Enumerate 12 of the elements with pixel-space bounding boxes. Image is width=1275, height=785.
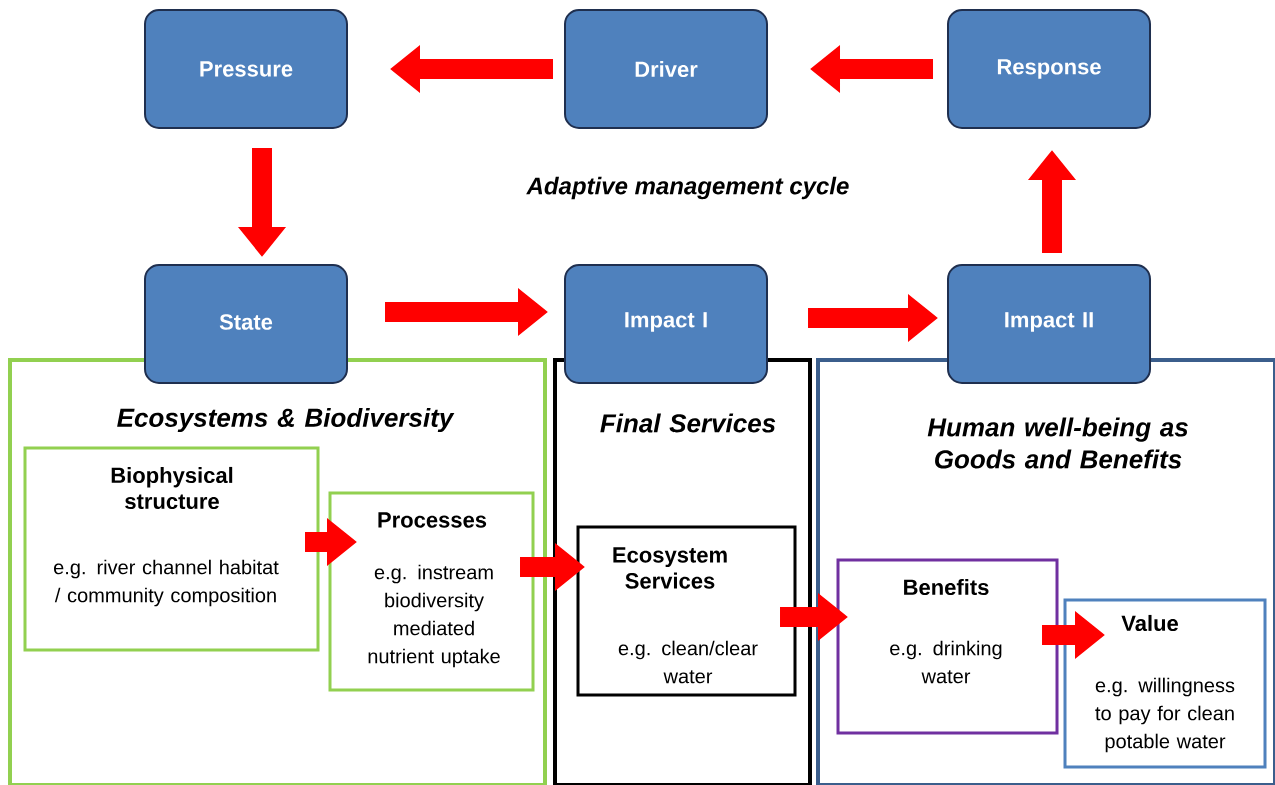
content-box: Ecosystem Services e.g. clean/clear water bbox=[576, 525, 797, 697]
process-box: Driver bbox=[564, 9, 768, 129]
cycle-title: Adaptive management cycle bbox=[526, 176, 849, 200]
content-box: Biophysical structure e.g. river channel habitat / community composition bbox=[23, 446, 320, 652]
process-box: Impact I bbox=[564, 264, 768, 384]
process-box: Impact II bbox=[947, 264, 1151, 384]
process-box: State bbox=[144, 264, 348, 384]
content-box: Value e.g. willingness to pay for clean potable water bbox=[1063, 598, 1267, 769]
process-box: Response bbox=[947, 9, 1151, 129]
content-box: Benefits e.g. drinking water bbox=[836, 558, 1059, 735]
process-box: Pressure bbox=[144, 9, 348, 129]
content-box: Processes e.g. instream biodiversity mediated nutrient uptake bbox=[328, 491, 535, 692]
